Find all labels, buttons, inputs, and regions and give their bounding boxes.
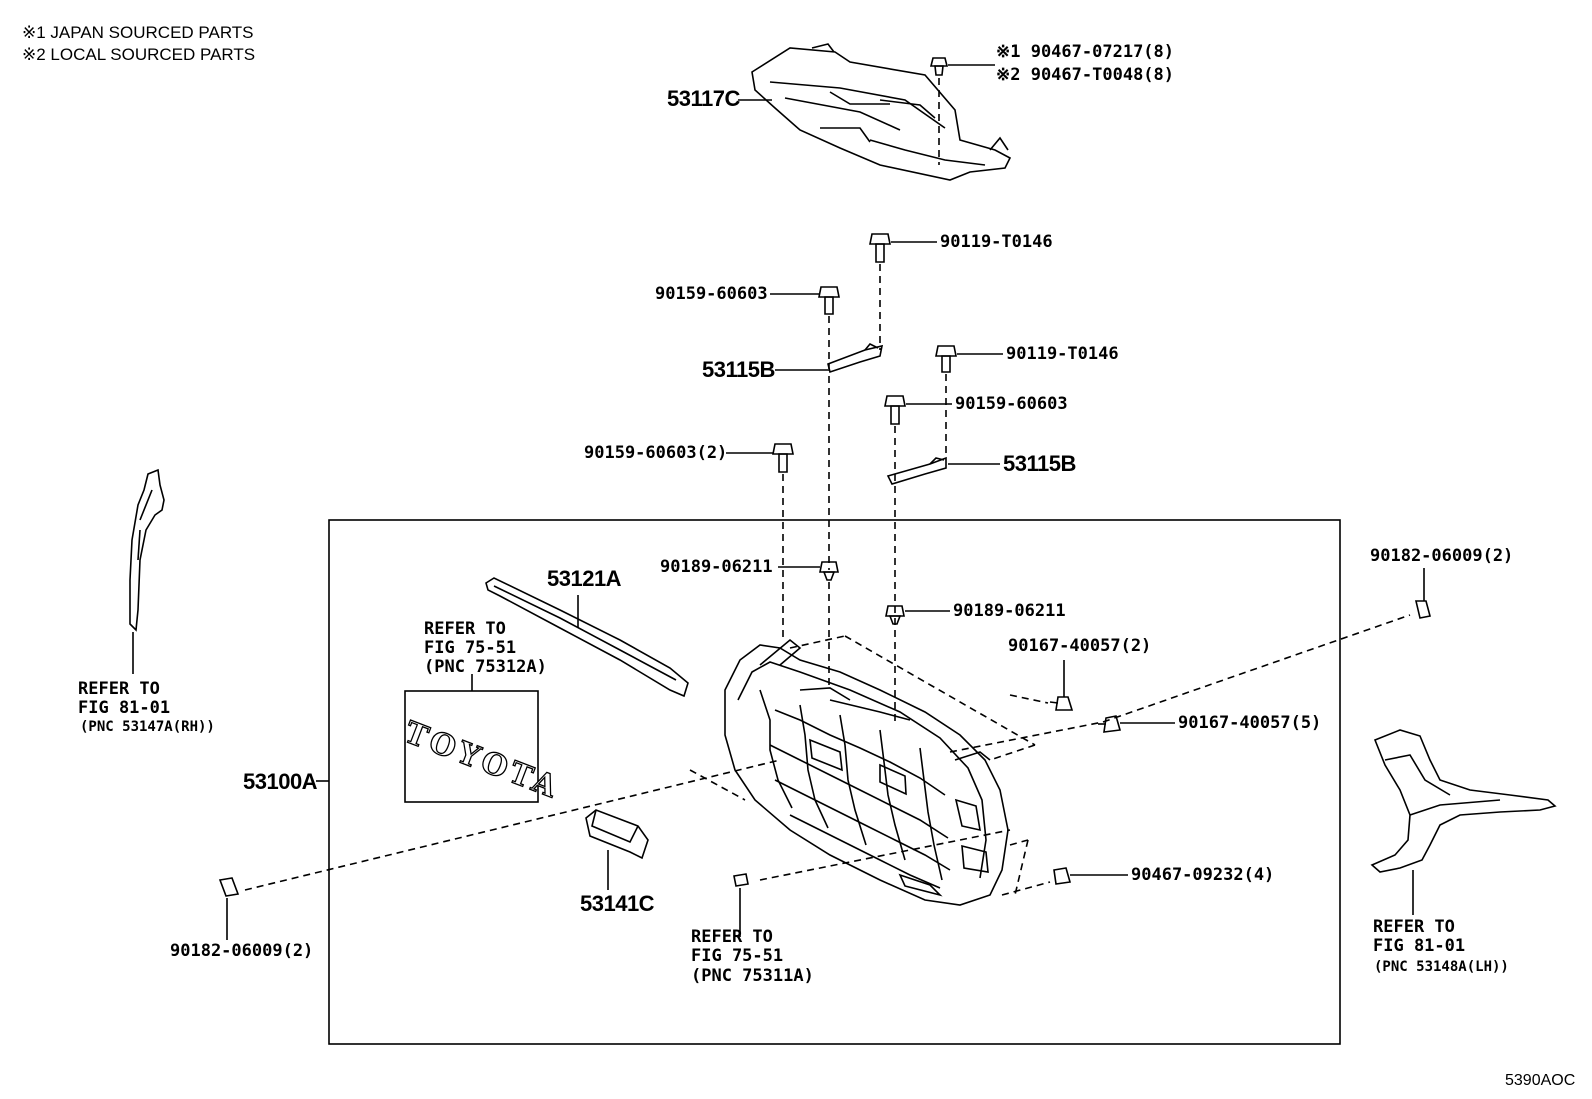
label-90159-60603-b[interactable]: 90159-60603 [955,394,1068,414]
clip-90182-06009-left [218,877,240,897]
label-90182-06009-right[interactable]: 90182-06009(2) [1370,546,1514,566]
engine-under-cover-53117C [751,43,1012,181]
label-53100A[interactable]: 53100A [243,769,318,794]
label-90119-T0146-a[interactable]: 90119-T0146 [940,232,1053,252]
label-90467-07217[interactable]: ※1 90467-07217(8) [996,42,1175,62]
bolt-90159-60603-b [884,395,906,425]
clip-90167-40057-2 [1049,696,1074,711]
ref-lower-line1[interactable]: REFER TO [691,927,773,947]
cover-53141C [585,809,649,860]
bracket-53115B-b [886,456,947,485]
label-53141C[interactable]: 53141C [580,891,655,916]
label-53117C[interactable]: 53117C [667,86,740,111]
label-90167-40057-5[interactable]: 90167-40057(5) [1178,713,1322,733]
clip-90182-06009-right [1414,600,1431,619]
ref-lh-line2[interactable]: FIG 81-01 [1373,936,1466,956]
legend-japan: ※1 JAPAN SOURCED PARTS [22,23,254,42]
label-90189-06211-a[interactable]: 90189-06211 [660,557,773,577]
ref-lower-line3[interactable]: (PNC 75311A) [691,966,814,986]
molding-53147A-rh [129,468,165,632]
label-90467-T0048[interactable]: ※2 90467-T0048(8) [996,65,1175,85]
bolt-90119-T0146-a [869,233,891,263]
ref-lower-line2[interactable]: FIG 75-51 [691,946,784,966]
clip-90189-06211-b [885,605,905,625]
label-90467-09232[interactable]: 90467-09232(4) [1131,865,1275,885]
molding-53121A [485,577,689,698]
label-53121A[interactable]: 53121A [547,566,622,591]
label-90159-60603-2[interactable]: 90159-60603(2) [584,443,728,463]
label-90189-06211-b[interactable]: 90189-06211 [953,601,1066,621]
label-90182-06009-left[interactable]: 90182-06009(2) [170,941,314,961]
clip-90467-07217 [929,57,949,76]
bolt-90119-T0146-b [935,345,957,373]
ref-emblem-line1[interactable]: REFER TO [424,619,506,639]
molding-53148A-lh [1370,729,1557,873]
ref-emblem-line2[interactable]: FIG 75-51 [424,638,517,658]
assembly-frame [328,519,1341,1045]
bracket-53115B-a [827,343,884,374]
ref-emblem-line3[interactable]: (PNC 75312A) [424,657,547,677]
lower-emblem-part [733,873,749,887]
label-53115B-a[interactable]: 53115B [702,357,775,382]
bolt-90159-60603-a [818,286,840,315]
label-90167-40057-2[interactable]: 90167-40057(2) [1008,636,1152,656]
legend-local: ※2 LOCAL SOURCED PARTS [22,45,256,64]
label-90119-T0146-b[interactable]: 90119-T0146 [1006,344,1119,364]
ref-lh-line1[interactable]: REFER TO [1373,917,1455,937]
ref-rh-line3[interactable]: (PNC 53147A(RH)) [80,719,215,735]
label-90159-60603-a[interactable]: 90159-60603 [655,284,768,304]
clip-90467-09232 [1053,867,1072,885]
ref-rh-line1[interactable]: REFER TO [78,679,160,699]
bolt-90159-60603-2 [772,443,794,473]
radiator-grille-53100A [724,638,1009,906]
clip-90167-40057-5 [1098,715,1122,733]
ref-lh-line3[interactable]: (PNC 53148A(LH)) [1374,959,1509,975]
label-53115B-b[interactable]: 53115B [1003,451,1076,476]
ref-rh-line2[interactable]: FIG 81-01 [78,698,171,718]
diagram-code: 5390AOC [1505,1072,1576,1089]
assembly-dashed-lines [244,614,1411,896]
clip-90189-06211-a [819,561,839,581]
